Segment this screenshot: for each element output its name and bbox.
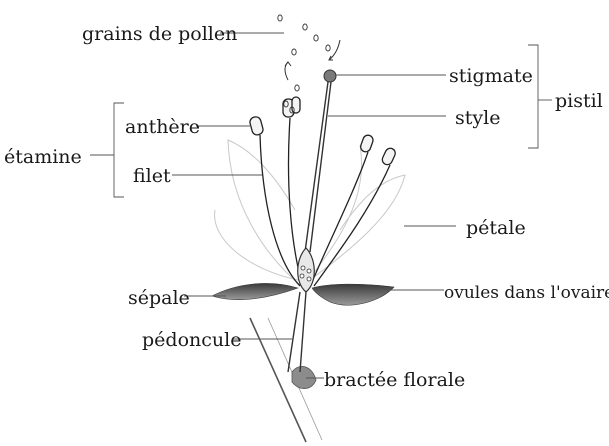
label-pedoncule: pédoncule [142, 329, 241, 351]
ovary [298, 248, 315, 292]
sepal-right [312, 284, 394, 305]
label-ovules: ovules dans l'ovaire [444, 283, 609, 303]
sepal-left [212, 283, 298, 299]
label-pollen: grains de pollen [82, 23, 237, 45]
floral-bract [292, 366, 316, 388]
peduncle [288, 292, 306, 372]
label-petale: pétale [466, 217, 526, 239]
label-filet: filet [133, 165, 171, 187]
pistil-style [305, 82, 331, 252]
label-etamine: étamine [4, 146, 82, 168]
label-bractee: bractée florale [324, 369, 465, 391]
etamine-bracket [114, 103, 124, 197]
pollen-grains [278, 15, 330, 113]
anthers [249, 97, 397, 166]
label-anthere: anthère [125, 116, 200, 138]
pistil-bracket [528, 45, 538, 148]
label-pistil: pistil [555, 90, 603, 112]
label-stigmate: stigmate [449, 65, 533, 87]
label-sepale: sépale [128, 287, 190, 309]
stigma [324, 70, 336, 82]
label-style: style [455, 107, 500, 129]
